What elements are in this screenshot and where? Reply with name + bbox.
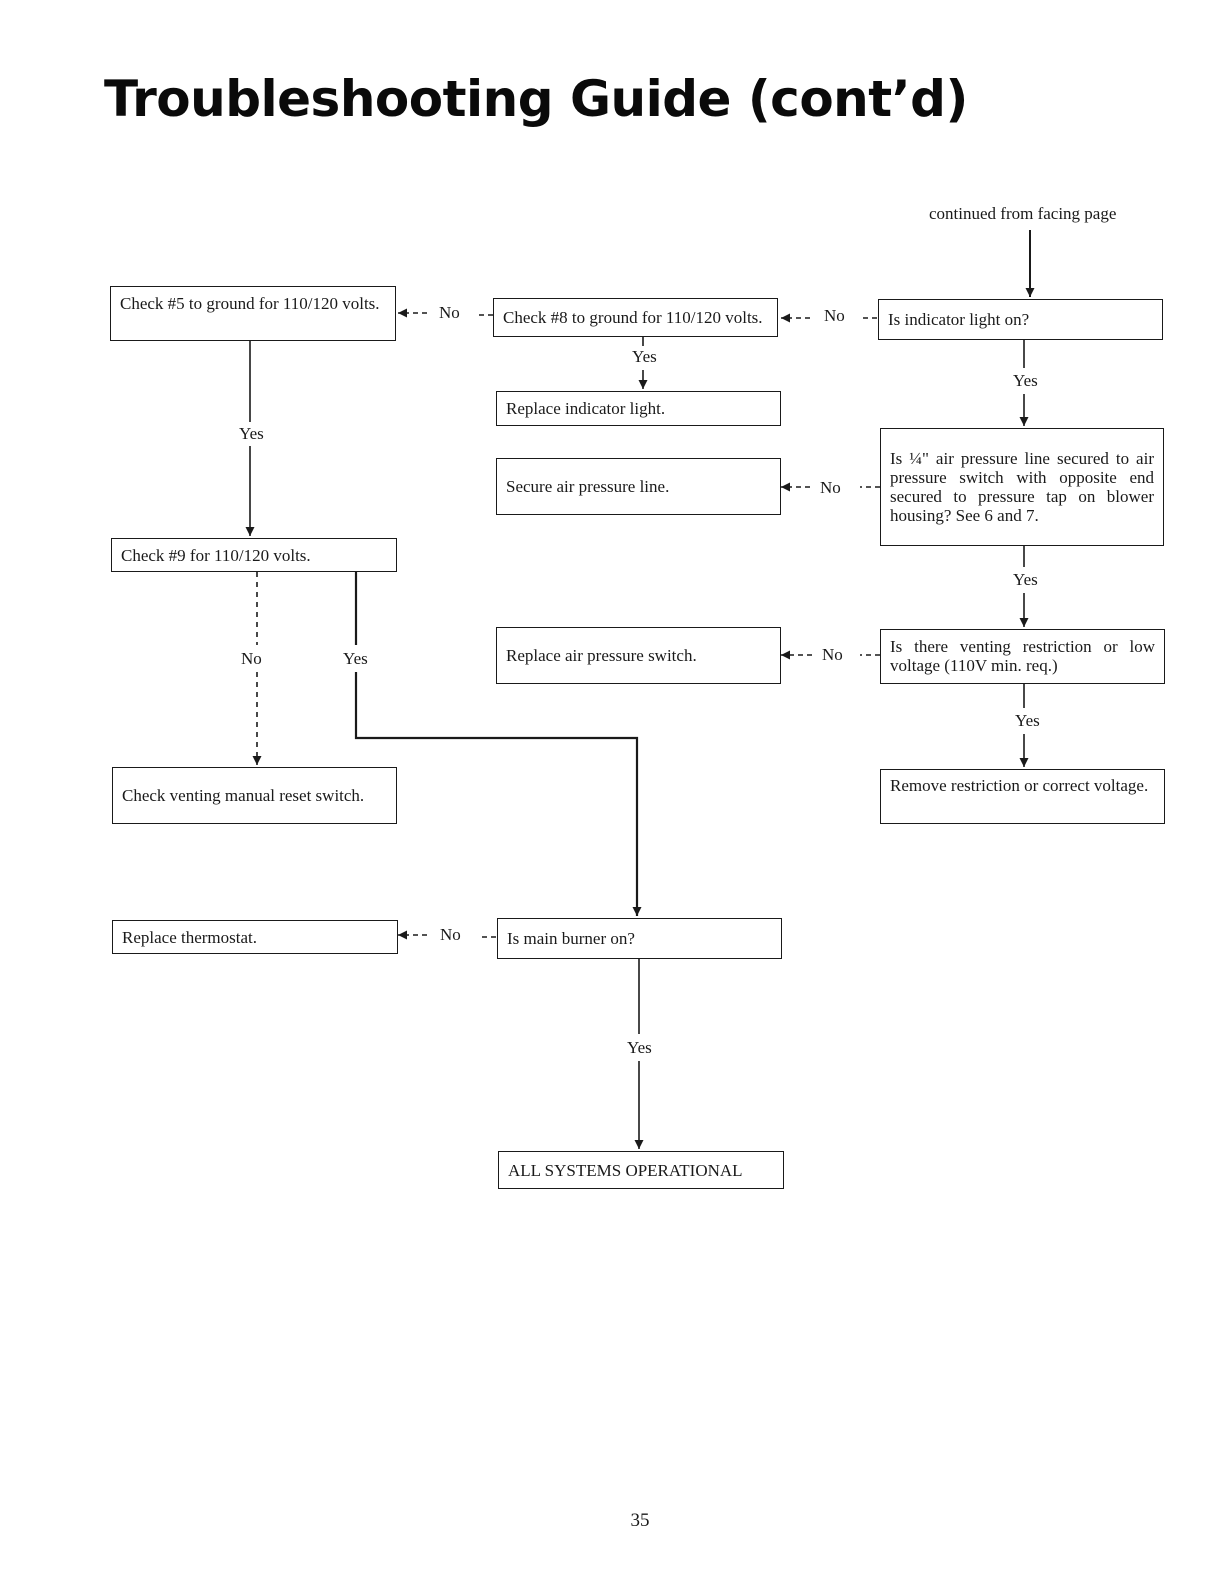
yes-label-check9: Yes (343, 649, 368, 668)
no-label-venting: No (822, 645, 843, 664)
indicator-light-question-box: Is indicator light on? (878, 299, 1163, 340)
no-label-check8: No (439, 303, 460, 322)
page-title: Troubleshooting Guide (cont’d) (104, 70, 968, 128)
check5-box: Check #5 to ground for 110/120 volts. (110, 286, 396, 341)
check-venting-reset-box: Check venting manual reset switch. (112, 767, 397, 824)
venting-question-box: Is there venting restriction or low volt… (880, 629, 1165, 684)
secure-air-line-box: Secure air pressure line. (496, 458, 781, 515)
no-label-indicator: No (824, 306, 845, 325)
yes-label-check8: Yes (632, 347, 657, 366)
replace-air-switch-box: Replace air pressure switch. (496, 627, 781, 684)
remove-restriction-box: Remove restriction or correct voltage. (880, 769, 1165, 824)
replace-thermostat-box: Replace thermostat. (112, 920, 398, 954)
continued-note: continued from facing page (929, 204, 1117, 223)
yes-label-indicator: Yes (1013, 371, 1038, 390)
no-label-burner: No (440, 925, 461, 944)
yes-label-burner: Yes (627, 1038, 652, 1057)
replace-indicator-box: Replace indicator light. (496, 391, 781, 426)
no-label-airline: No (820, 478, 841, 497)
connector-check9-yes-route (354, 672, 642, 916)
main-burner-question-box: Is main burner on? (497, 918, 782, 959)
check8-box: Check #8 to ground for 110/120 volts. (493, 298, 778, 337)
yes-label-airline: Yes (1013, 570, 1038, 589)
yes-label-check5: Yes (239, 424, 264, 443)
yes-label-venting: Yes (1015, 711, 1040, 730)
no-label-check9: No (241, 649, 262, 668)
page-number: 35 (630, 1510, 650, 1531)
check9-box: Check #9 for 110/120 volts. (111, 538, 397, 572)
air-line-question-box: Is ¼" air pressure line secured to air p… (880, 428, 1164, 546)
all-systems-operational-box: ALL SYSTEMS OPERATIONAL (498, 1151, 784, 1189)
